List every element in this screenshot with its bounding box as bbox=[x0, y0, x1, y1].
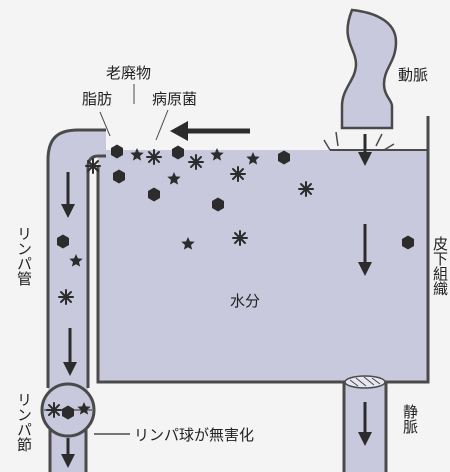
star-icon bbox=[77, 402, 91, 415]
arrow-icon bbox=[358, 134, 372, 166]
hexagon-icon bbox=[113, 169, 125, 184]
label-leader bbox=[99, 84, 169, 141]
hexagon-icon bbox=[57, 234, 69, 249]
label-pathogen: 病原菌 bbox=[152, 90, 197, 108]
label-water: 水分 bbox=[230, 292, 260, 310]
arrow-icon bbox=[61, 172, 75, 218]
label-vein: 静脈 bbox=[401, 404, 419, 435]
splash bbox=[323, 131, 395, 151]
star-icon bbox=[130, 148, 144, 161]
asterisk-icon bbox=[85, 158, 101, 174]
arrow-icon bbox=[61, 438, 75, 468]
artery-pipe bbox=[340, 8, 398, 130]
star-icon bbox=[210, 148, 224, 161]
hexagon-icon bbox=[278, 150, 290, 165]
arrow-icon bbox=[170, 121, 250, 141]
label-neutralized: リンパ球が無害化 bbox=[134, 426, 254, 444]
vein-mesh bbox=[344, 375, 386, 389]
star-icon bbox=[181, 237, 195, 250]
arrow-icon bbox=[358, 224, 372, 276]
hexagon-icon bbox=[62, 405, 74, 420]
asterisk-icon bbox=[146, 149, 162, 165]
label-waste: 老廃物 bbox=[106, 64, 151, 82]
tissue-fluid bbox=[98, 150, 428, 382]
asterisk-icon bbox=[58, 289, 74, 305]
label-artery: 動脈 bbox=[398, 66, 428, 84]
hexagon-icon bbox=[212, 197, 224, 212]
asterisk-icon bbox=[46, 402, 62, 418]
hexagon-icon bbox=[402, 235, 414, 250]
asterisk-icon bbox=[298, 181, 314, 197]
label-lymph-vessel: リンパ管 bbox=[15, 226, 33, 286]
star-icon bbox=[246, 152, 260, 165]
label-fat: 脂肪 bbox=[82, 90, 112, 108]
asterisk-icon bbox=[230, 166, 246, 182]
star-icon bbox=[167, 172, 181, 185]
hexagon-icon bbox=[111, 144, 123, 159]
hexagon-icon bbox=[172, 145, 184, 160]
vein-mesh-lines bbox=[349, 376, 381, 387]
arrow-icon bbox=[358, 402, 372, 446]
star-icon bbox=[69, 254, 83, 267]
hexagon-icon bbox=[148, 187, 160, 202]
asterisk-icon bbox=[232, 230, 248, 246]
asterisk-icon bbox=[188, 154, 204, 170]
label-lymph-node: リンパ節 bbox=[15, 392, 33, 452]
tissue-wall bbox=[96, 116, 430, 384]
arrow-icon bbox=[63, 328, 77, 376]
label-subcutaneous-tissue: 皮下組織 bbox=[431, 236, 449, 297]
